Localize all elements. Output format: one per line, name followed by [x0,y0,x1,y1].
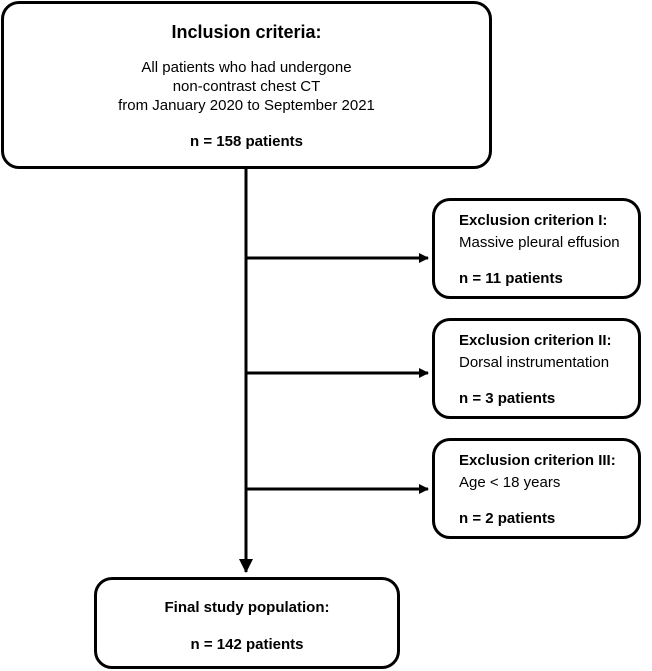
exclusion-criterion-3-box: Exclusion criterion III: Age < 18 years … [432,438,641,539]
exclusion-count: n = 3 patients [459,390,556,407]
exclusion-criterion-2-box: Exclusion criterion II: Dorsal instrumen… [432,318,641,419]
exclusion-reason: Dorsal instrumentation [459,354,610,371]
final-title: Final study population: [164,599,330,616]
inclusion-line: non-contrast chest CT [172,78,321,95]
inclusion-line: All patients who had undergone [141,59,352,76]
exclusion-criterion-1-box: Exclusion criterion I: Massive pleural e… [432,198,641,299]
inclusion-line: from January 2020 to September 2021 [118,97,375,114]
exclusion-title: Exclusion criterion I: [459,212,608,229]
inclusion-description: All patients who had undergone non-contr… [4,58,489,115]
final-study-population-box: Final study population: n = 142 patients [94,577,400,669]
exclusion-reason: Age < 18 years [459,474,561,491]
inclusion-count: n = 158 patients [190,133,303,150]
exclusion-count: n = 11 patients [459,270,563,287]
final-count: n = 142 patients [190,636,304,653]
exclusion-title: Exclusion criterion II: [459,332,612,349]
exclusion-reason: Massive pleural effusion [459,234,620,251]
exclusion-count: n = 2 patients [459,510,556,527]
inclusion-criteria-box: Inclusion criteria: All patients who had… [1,1,492,169]
inclusion-title: Inclusion criteria: [171,22,322,42]
exclusion-title: Exclusion criterion III: [459,452,616,469]
